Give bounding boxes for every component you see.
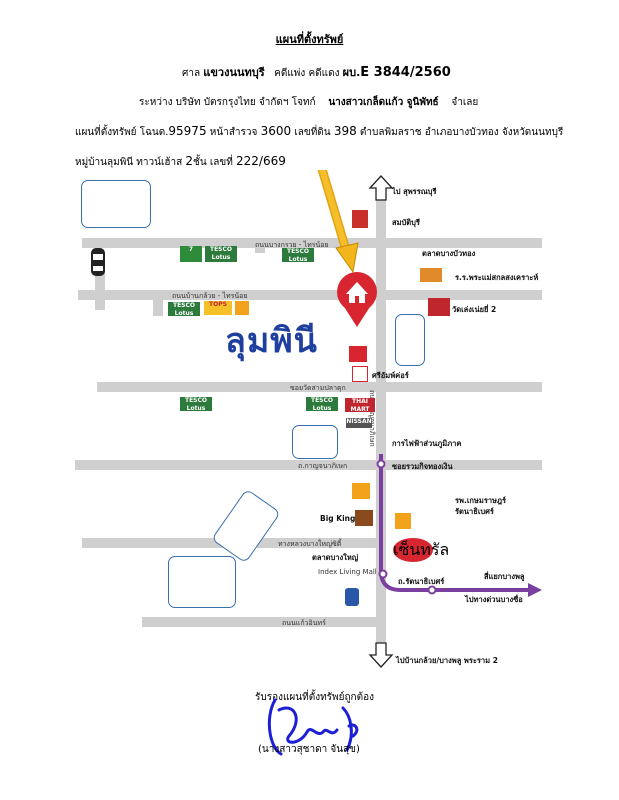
place-temple: วัดเล่งเน่ยยี่ 2: [452, 305, 497, 314]
bigking-icon: [355, 510, 373, 526]
route-node-1: [376, 459, 386, 469]
defendant-suffix: จำเลย: [451, 97, 479, 108]
tesco-logo-5: TESCO Lotus: [306, 397, 338, 412]
route-node-2: [378, 569, 388, 579]
road-main-vertical: [376, 188, 386, 658]
place-school: ร.ร.พระแม่สกลสงเคราะห์: [455, 273, 539, 282]
school-icon: [420, 268, 442, 282]
road-label-express: ไปทางด่วนบางซื่อ: [465, 595, 523, 604]
road-label-bottom: ถนนแก้วอินทร์: [282, 619, 326, 627]
signer-name: (นางสาวสุชาดา จันสุข): [258, 744, 360, 755]
thai-mart-logo: THAI MART: [345, 398, 375, 413]
c-logo-3: [395, 513, 411, 529]
deed-prefix: แผนที่ตั้งทรัพย์ โฉนด.: [75, 127, 169, 138]
place-hospital: รพ.เกษมราษฎร์ รัตนาธิเบศร์: [455, 496, 507, 516]
car-icon: [91, 248, 105, 276]
up-arrow-icon: [368, 175, 394, 201]
road-label-soi: ซอยวัดสามปลาดุก: [290, 384, 346, 392]
tesco-logo-2: TESCO Lotus: [282, 248, 314, 263]
court-prefix: ศาล: [182, 68, 201, 79]
pt-logo: [345, 588, 359, 606]
map-overlay: [91, 170, 542, 668]
floors-number: 2: [185, 154, 194, 168]
court-name: แขวงนนทบุรี: [203, 66, 265, 79]
road-bangkruai: [82, 238, 542, 248]
place-index: Index Living Mall: [318, 568, 377, 576]
shop-icon: [349, 346, 367, 362]
road-label-soi-junction: ซอยรวมกิจทองเงิน: [392, 462, 453, 471]
deed-number: 95975: [168, 124, 207, 138]
place-egat: การไฟฟ้าส่วนภูมิภาค: [392, 439, 462, 448]
c-logo: [235, 301, 249, 315]
blank-box-2: [395, 314, 425, 366]
road-left-stub: [95, 270, 105, 310]
nissan-logo: NISSAN: [346, 418, 372, 428]
home-pin-icon: [337, 272, 377, 327]
road-label-bangyai-station: สี่แยกบางพลู: [484, 572, 525, 581]
place-sombat: สมบัติบุรี: [392, 218, 420, 227]
case-prefix: คดีแพ่ง คดีแดง: [274, 68, 340, 79]
top-direction: ไป สุพรรณบุรี: [392, 187, 437, 196]
page-title: แผนที่ตั้งทรัพย์: [275, 33, 344, 46]
place-bangyai-market: ตลาดบางใหญ่: [312, 553, 359, 562]
bottom-direction: ไปบ้านกล้วย/บางพลู พระราม 2: [396, 656, 498, 665]
address-line: หมู่บ้านลุมพินี ทาวน์เฮ้าส 2ชั้น เลขที่ …: [75, 154, 286, 170]
road-bottom: [142, 617, 382, 627]
signature-icon: [267, 698, 359, 756]
court-line: ศาล แขวงนนทบุรี คดีแพ่ง คดีแดง ผบ.E 3844…: [182, 63, 451, 81]
x-icon: [352, 366, 368, 382]
tesco-logo-4: TESCO Lotus: [180, 397, 212, 412]
road-mid-stub: [255, 238, 265, 253]
certify-text: รับรองแผนที่ตั้งทรัพย์ถูกต้อง: [255, 692, 374, 703]
road-label-bangkruai: ถนนบางกรวย - ไทรน้อย: [255, 241, 329, 249]
area-name: ลุมพินี: [225, 321, 318, 361]
defendant-name: นางสาวเกล็ดแก้ว จูนิพัทธ์: [328, 97, 439, 108]
survey-prefix: หน้าสำรวจ: [209, 127, 258, 138]
location-text: ตำบลพิมลราช อำเภอบางบัวทอง จังหวัดนนทบุร…: [359, 127, 564, 138]
deed-line: แผนที่ตั้งทรัพย์ โฉนด.95975 หน้าสำรวจ 36…: [75, 124, 563, 140]
central-logo: เซ็นทรัล: [393, 538, 449, 562]
c-logo-2: [352, 483, 370, 499]
route-node-3: [427, 585, 437, 595]
arrow-icon: [317, 170, 359, 274]
village-prefix: หมู่บ้านลุมพินี ทาวน์เฮ้าส: [75, 157, 183, 168]
parties-line: ระหว่าง บริษัท บัตรกรุงไทย จำกัดฯ โจทก์ …: [139, 95, 478, 110]
blank-box-1: [81, 180, 151, 228]
land-prefix: เลขที่ดิน: [294, 127, 331, 138]
road-label-bangyai: ทางหลวงบางใหญ่ซิตี้: [278, 540, 342, 548]
blank-box-4: [168, 556, 236, 608]
place-market: ตลาดบางบัวทอง: [422, 249, 476, 258]
road-bankluai: [78, 290, 542, 300]
tesco-logo-1: TESCO Lotus: [205, 246, 237, 262]
road-kanchanaphisek: [75, 460, 542, 470]
tesco-logo-3: TESCO Lotus: [168, 302, 200, 317]
land-number: 398: [333, 124, 357, 138]
place-bigking: Big King: [320, 514, 356, 523]
seven-logo: 7: [180, 246, 202, 262]
house-number: 222/669: [236, 154, 286, 168]
survey-number: 3600: [260, 124, 292, 138]
road-soi-wat: [97, 382, 542, 392]
temple-icon: [428, 298, 450, 316]
place-sri: ศรีอัมพ์ค่อร์: [372, 371, 409, 380]
tops-logo: TOPS: [204, 301, 232, 315]
down-arrow-icon: [368, 642, 394, 668]
plaintiff-text: ระหว่าง บริษัท บัตรกรุงไทย จำกัดฯ โจทก์: [139, 97, 316, 108]
case-no-prefix: ผบ.: [342, 66, 361, 79]
case-number: E 3844/2560: [360, 65, 451, 80]
road-label-bankluai: ถนนบ้านกล้วย - ไทรน้อย: [172, 292, 248, 300]
sombat-logo: [352, 210, 368, 228]
floors-suffix: ชั้น เลขที่: [193, 157, 233, 168]
route-arrow-icon: [528, 583, 542, 597]
road-label-rattanathibet: ถ.รัตนาธิเบศร์: [398, 577, 445, 586]
blank-box-3: [292, 425, 338, 459]
road-left-stub-2: [153, 290, 163, 316]
location-map: ลุมพินี ไป สุพรรณบุรี ไปบ้านกล้วย/บางพลู…: [0, 170, 619, 670]
road-label-kanchanaphisek-short: ถ.กาญจนาภิเษก: [298, 462, 348, 470]
